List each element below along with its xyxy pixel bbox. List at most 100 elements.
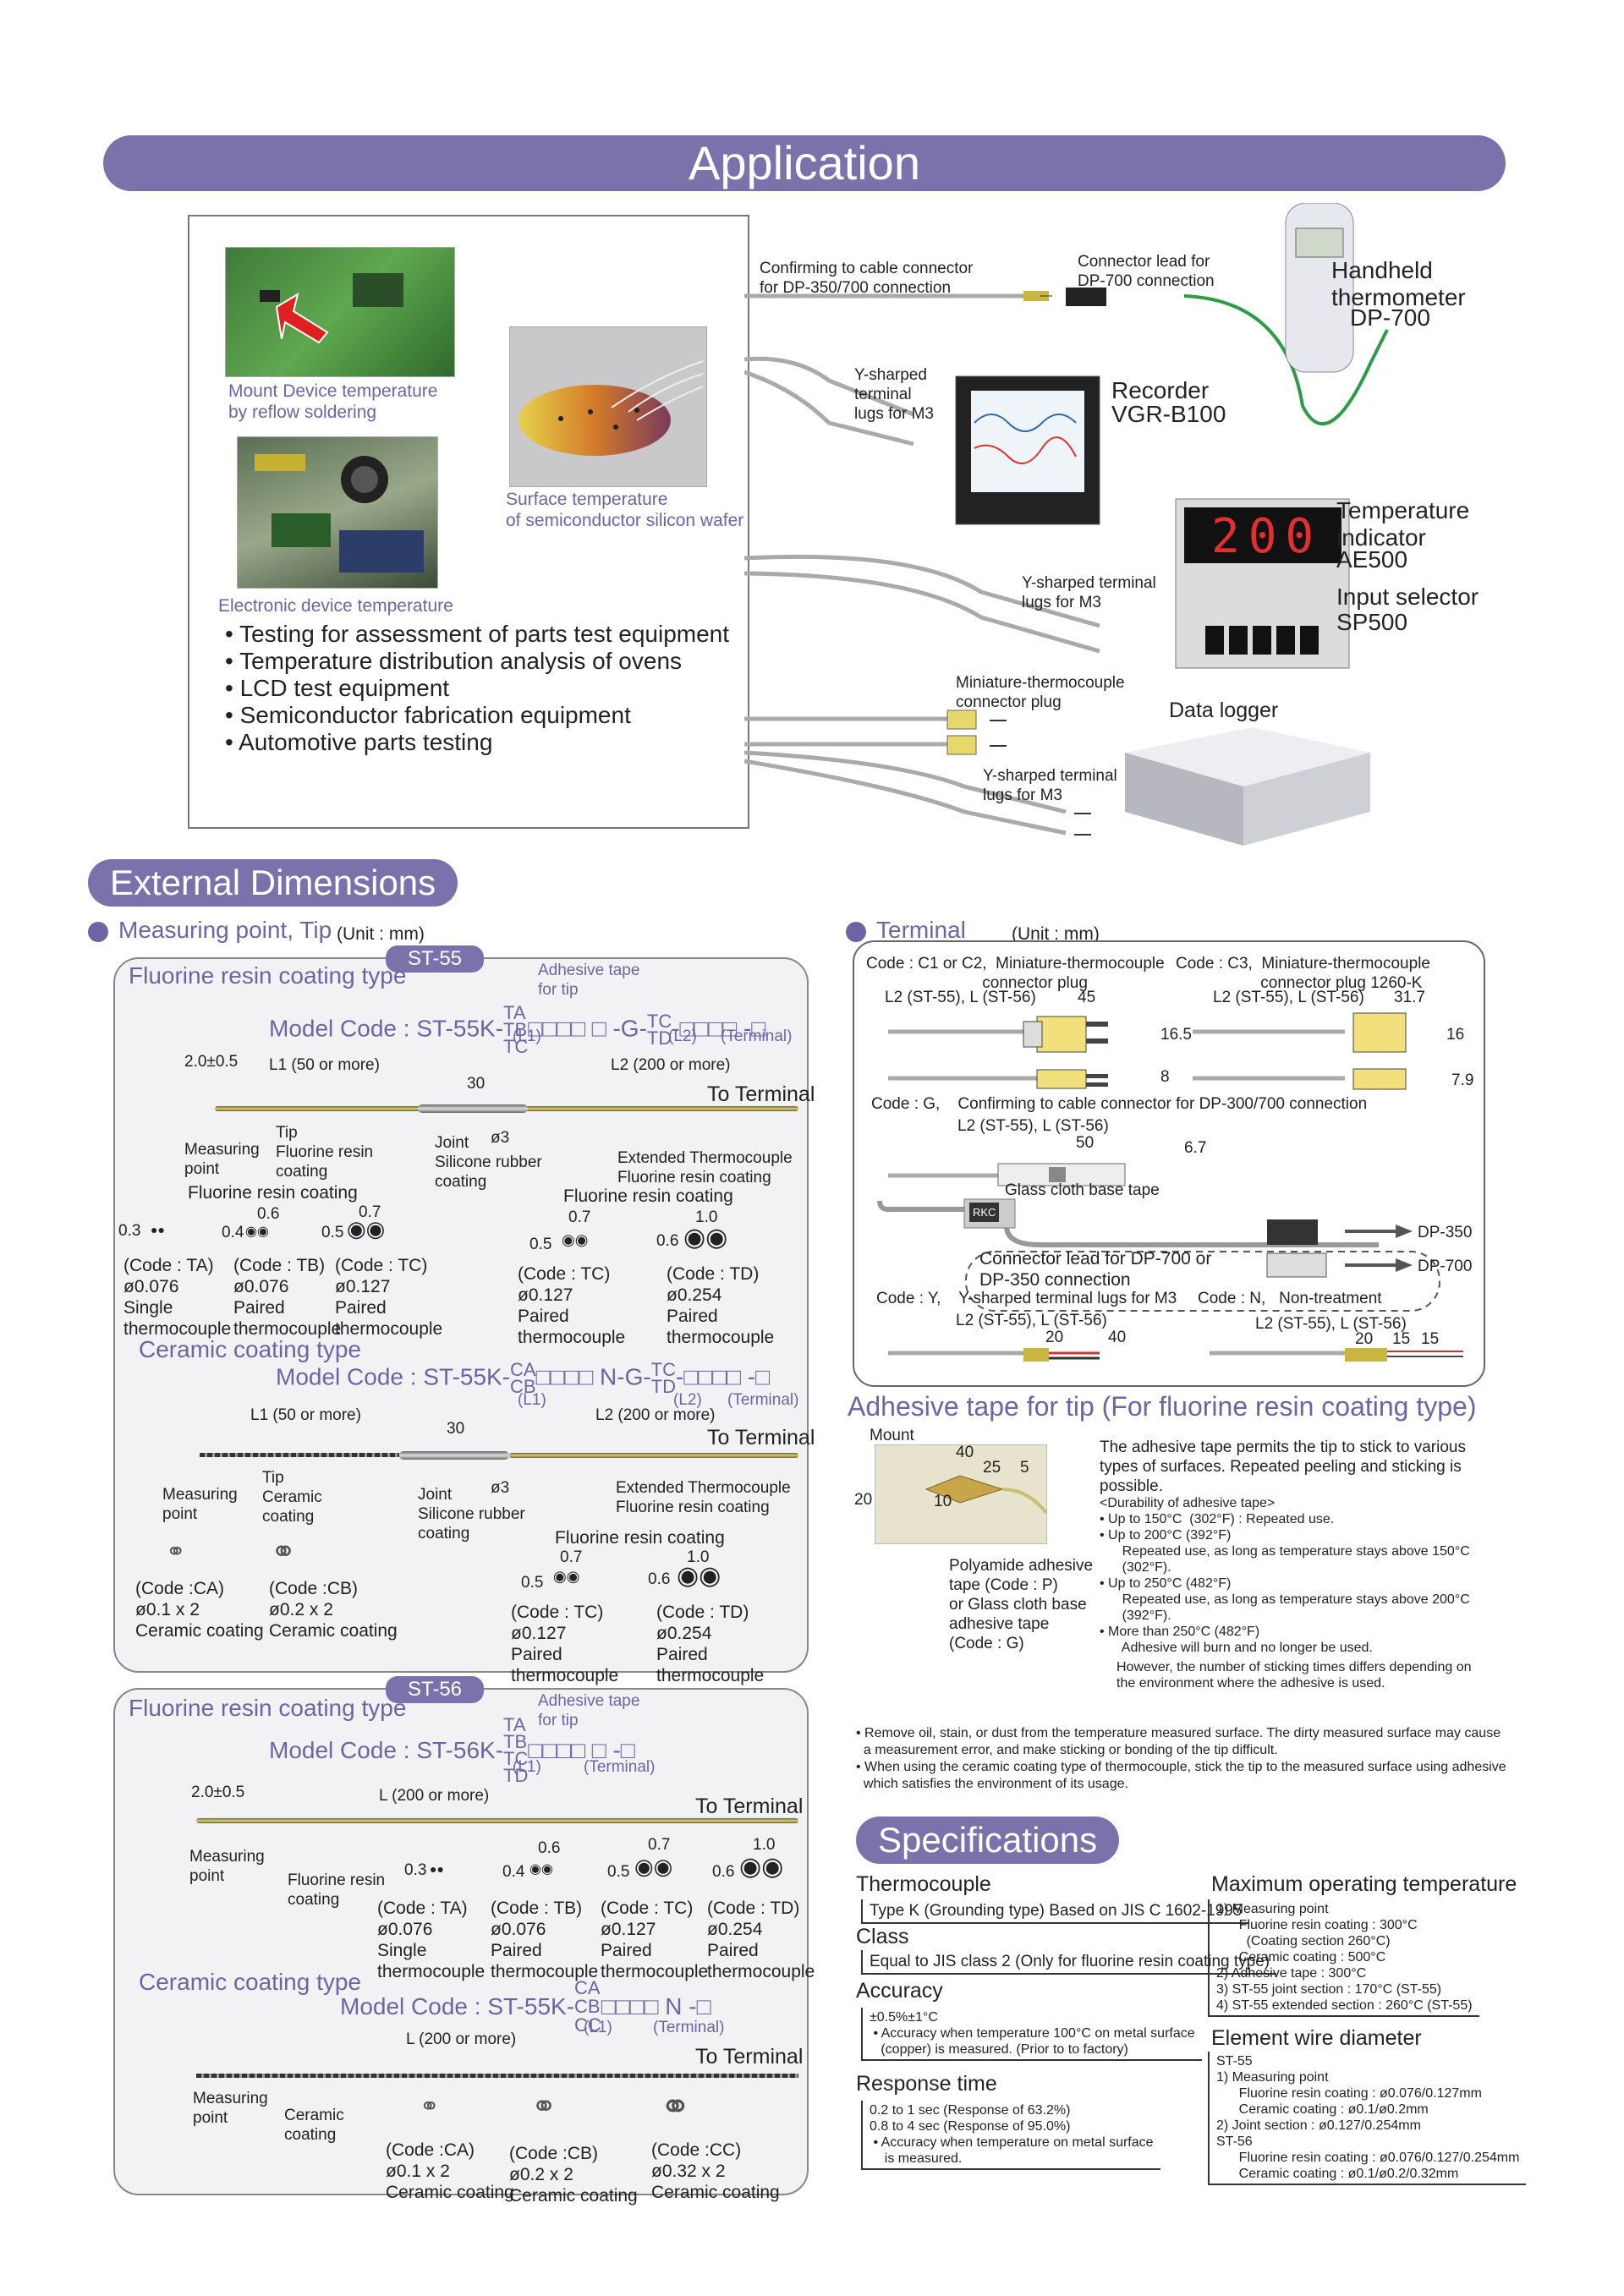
handheld-model: DP-700 [1350, 304, 1430, 331]
st56-tb-icon: ◉◉ [529, 1862, 553, 1877]
class-value: Equal to JIS class 2 (Only for fluorine … [861, 1950, 1277, 1975]
code-tc: (Code : TC) ø0.127 Paired thermocouple [335, 1256, 443, 1339]
code-ca: (Code :CA) ø0.1 x 2 Ceramic coating [135, 1579, 264, 1641]
external-dimensions-title: External Dimensions [110, 863, 436, 902]
st56-dim-0.5: 0.5 [607, 1863, 630, 1881]
st56-ceramic-wire [196, 2074, 798, 2078]
fluorine-coating-label-c: Fluorine resin coating [555, 1528, 725, 1548]
c1-l2-label: L2 (ST-55), L (ST-56) [885, 989, 1036, 1006]
data-logger-label: Data logger [1169, 699, 1279, 722]
accuracy-value: ±0.5%±1°C • Accuracy when temperature 10… [861, 2008, 1202, 2061]
st55-l2: (L2) [668, 1027, 697, 1045]
code-g: Code : G, Confirming to cable connector … [871, 1095, 1368, 1113]
use-item: Temperature distribution analysis of ove… [225, 648, 729, 675]
dim-2.0: 2.0±0.5 [184, 1053, 239, 1071]
electronic-device-label: Electronic device temperature [218, 596, 453, 616]
silicon-wafer-photo [509, 326, 707, 487]
st56-ceramic-model: Model Code : ST-55K-CA CB CC□□□□ N -□ [340, 1979, 710, 2035]
model-options: CA CB [510, 1359, 536, 1397]
st55-terminal: (Terminal) [721, 1027, 793, 1045]
adh-dim-5: 5 [1020, 1459, 1029, 1477]
dim-1.0-c: 1.0 [687, 1548, 710, 1566]
c1-dim-8: 8 [1160, 1068, 1170, 1086]
joint-label-c: Joint Silicone rubber coating [418, 1486, 525, 1543]
specifications-heading: Specifications [856, 1817, 1120, 1864]
response-value: 0.2 to 1 sec (Response of 63.2%) 0.8 to … [861, 2101, 1160, 2170]
model-prefix: Model Code : ST-55K- [276, 1363, 511, 1390]
recorder-model: VGR-B100 [1111, 401, 1226, 427]
st56-ca-icon: ⚭ [420, 2093, 440, 2119]
st56-to-terminal: To Terminal [695, 1795, 804, 1818]
dim-0.5-c: 0.5 [521, 1574, 544, 1592]
mount-label: Mount [870, 1427, 914, 1444]
specifications-title: Specifications [878, 1820, 1098, 1860]
st56-dim-0.7: 0.7 [648, 1836, 671, 1854]
durability-item: • More than 250°C (482°F) [1100, 1625, 1260, 1639]
ceramic-tip-label: Tip Ceramic coating [262, 1469, 322, 1526]
dim-30-c: 30 [447, 1420, 465, 1438]
model-options: TA TB TC TD [503, 1714, 529, 1786]
wafer-icon [518, 360, 704, 456]
st55-ceramic-title: Ceramic coating type [139, 1336, 362, 1362]
st55c-l2: (L2) [673, 1391, 702, 1409]
st56-code-cc: (Code :CC) ø0.32 x 2 Ceramic coating [651, 2140, 780, 2202]
electronic-device-photo [237, 436, 438, 589]
use-item: Testing for assessment of parts test equ… [225, 621, 729, 648]
code-y: Code : Y, Y-sharped terminal lugs for M3 [876, 1290, 1177, 1307]
st56-td-icon: ◉◉ [739, 1853, 784, 1881]
st56-dim-0.4: 0.4 [502, 1863, 525, 1881]
connector-lead-label: Connector lead for DP-700 or DP-350 conn… [979, 1249, 1212, 1290]
st56c-ceramic-label: Ceramic coating [284, 2107, 344, 2144]
adhesive-durability: <Durability of adhesive tape> • Up to 15… [1100, 1495, 1489, 1691]
measuring-point-label-c: Measuring point [162, 1486, 238, 1523]
st56-code-ta: (Code : TA) ø0.076 Single thermocouple [377, 1899, 486, 1981]
cb-cross-section-icon: ⚭ [271, 1534, 297, 1569]
joint-label: Joint Silicone rubber coating [435, 1134, 542, 1191]
st56-cc-icon: ⚭ [660, 2086, 691, 2128]
dim-0.7b: 0.7 [568, 1208, 591, 1226]
dim-l1-c: L1 (50 or more) [250, 1406, 361, 1424]
adh-dim-10: 10 [934, 1493, 952, 1510]
code-c3: Code : C3, Miniature-thermocouple connec… [1176, 955, 1430, 992]
model-options-2: TC TD [646, 1011, 672, 1049]
st56-wire [196, 1818, 798, 1823]
code-ta: (Code : TA) ø0.076 Single thermocouple [123, 1256, 232, 1339]
adhesive-remarks: • Remove oil, stain, or dust from the te… [856, 1725, 1516, 1793]
g-dim-6.7: 6.7 [1184, 1139, 1207, 1157]
st55-adhesive-label: Adhesive tape for tip [538, 962, 640, 999]
model-tail: □□□□ N -□ [601, 1993, 711, 2019]
to-terminal-c: To Terminal [707, 1426, 815, 1449]
durability-item: Adhesive will burn and no longer be used… [1100, 1641, 1373, 1655]
mini-plug-label: Miniature-thermocouple connector plug [956, 674, 1125, 711]
mount-device-label: Mount Device temperature by reflow solde… [228, 381, 438, 422]
terminal-title: Terminal [876, 917, 966, 943]
y-dim-40: 40 [1108, 1329, 1127, 1346]
remark: • Remove oil, stain, or dust from the te… [856, 1726, 1501, 1757]
c1-dim-45: 45 [1078, 989, 1096, 1006]
tip-label: Tip Fluorine resin coating [276, 1124, 374, 1181]
dim-0.5b: 0.5 [529, 1236, 552, 1253]
application-wiring-diagram [744, 203, 1389, 846]
external-dimensions-heading: External Dimensions [88, 859, 458, 907]
phi3-label: ø3 [491, 1129, 510, 1147]
model-prefix: Model Code : ST-55K- [269, 1015, 504, 1042]
handheld-label: Handheld thermometer [1331, 257, 1466, 310]
use-item: LCD test equipment [225, 675, 729, 702]
dim-l1: L1 (50 or more) [269, 1056, 380, 1074]
st56c-terminal: (Terminal) [653, 2019, 725, 2036]
model-prefix: Model Code : ST-56K- [269, 1737, 504, 1763]
st56-adhesive-label: Adhesive tape for tip [538, 1692, 640, 1729]
temp-indicator-label: Temperature indicator [1336, 497, 1470, 551]
st56-dim-2.0: 2.0±0.5 [191, 1784, 245, 1801]
display-value: 200 [1211, 509, 1323, 564]
model-mid: □□□□ N-G- [535, 1363, 651, 1390]
dp350-label: DP-350 [1418, 1224, 1473, 1241]
dim-l2: L2 (200 or more) [611, 1056, 731, 1074]
st56-model-code: Model Code : ST-56K-TA TB TC TD□□□□ □ -□ [269, 1714, 635, 1786]
model-tail: □□□□ □ -□ [528, 1737, 635, 1763]
dim-1.0: 1.0 [695, 1208, 718, 1226]
tc-cross-section-icon: ◉◉ [347, 1216, 386, 1241]
rkc-brand: RKC [969, 1203, 1000, 1222]
code-tc-ext: (Code : TC) ø0.127 Paired thermocouple [518, 1264, 626, 1347]
st56-measuring-point: Measuring point [189, 1848, 265, 1885]
